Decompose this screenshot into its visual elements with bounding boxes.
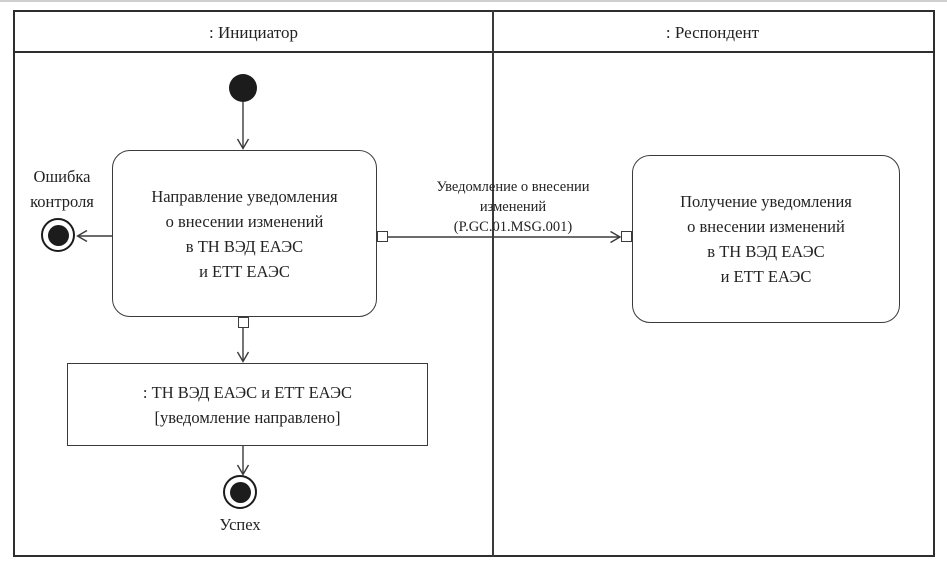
action-receive-notification: Получение уведомления о внесении изменен… [632,155,900,323]
message-label-text: Уведомление о внесении изменений (P.GC.0… [436,179,590,235]
scan-artifact-line [0,0,947,2]
initial-node-icon [229,74,257,102]
output-pin-send-action-icon [377,231,388,242]
action-receive-notification-label: Получение уведомления о внесении изменен… [680,192,852,286]
error-final-label: Ошибка контроля [8,164,116,214]
action-send-notification-label: Направление уведомления о внесении измен… [151,186,338,281]
error-final-node-icon [41,218,75,252]
object-node-label: : ТН ВЭД ЕАЭС и ЕТТ ЕАЭС [уведомление на… [142,382,353,427]
success-final-label: Успех [190,512,290,537]
error-final-label-text: Ошибка контроля [30,167,94,211]
diagram-frame [13,10,935,557]
swimlane-header-respondent: : Респондент [494,20,931,46]
action-send-notification: Направление уведомления о внесении измен… [112,150,377,317]
input-pin-receive-action-icon [621,231,632,242]
swimlane-header-initiator-label: : Инициатор [209,23,298,42]
final-node-dot-icon [229,481,251,503]
success-final-label-text: Успех [219,515,261,534]
swimlane-divider [492,10,494,557]
output-pin-send-action-bottom-icon [238,317,249,328]
message-label: Уведомление о внесении изменений (P.GC.0… [398,177,628,237]
success-final-node-icon [223,475,257,509]
swimlane-header-initiator: : Инициатор [15,20,492,46]
final-node-dot-icon [47,224,69,246]
object-node-tn-ved: : ТН ВЭД ЕАЭС и ЕТТ ЕАЭС [уведомление на… [67,363,428,446]
swimlane-header-respondent-label: : Респондент [665,23,760,42]
swimlane-header-divider [13,51,935,53]
